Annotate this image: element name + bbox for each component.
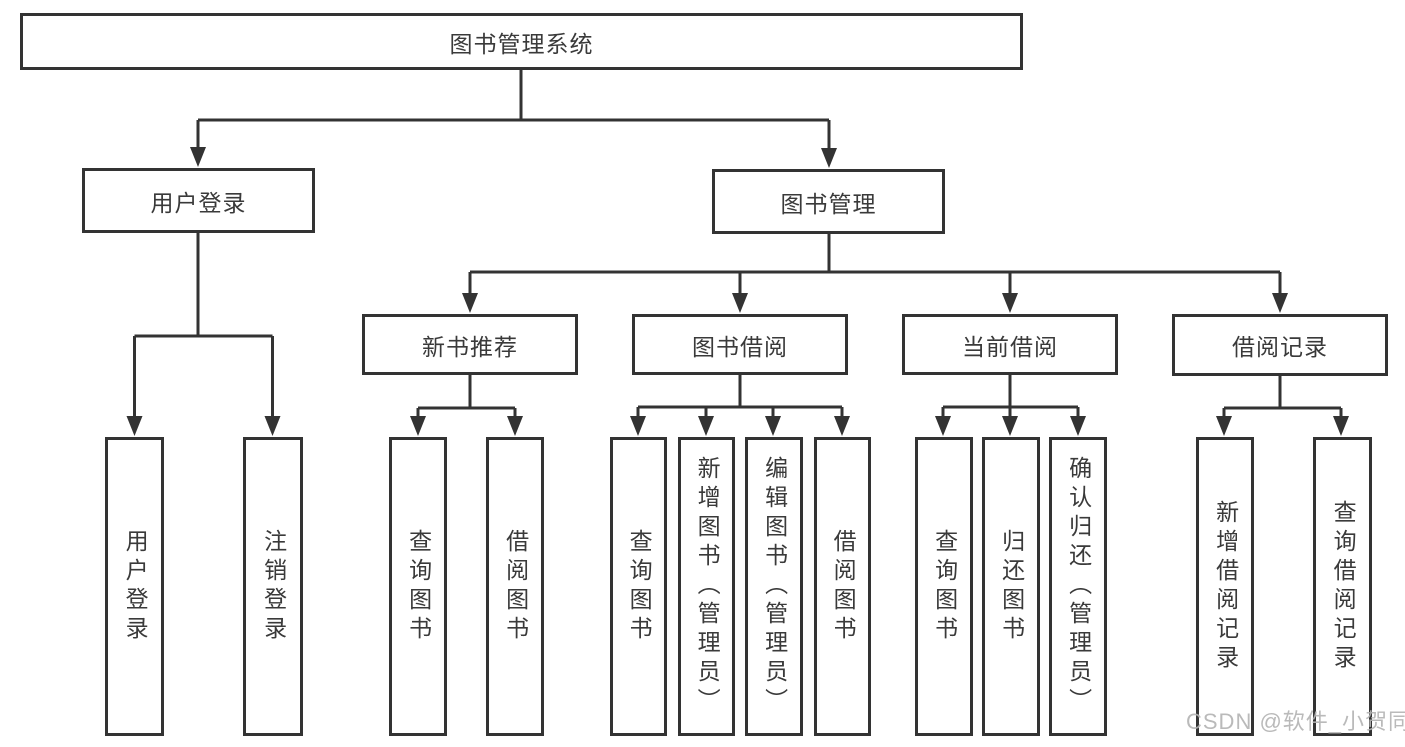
arrowhead-icon — [264, 416, 281, 436]
arrowhead-icon — [935, 416, 951, 436]
connector-records-to-leaves — [1222, 375, 1343, 421]
arrowhead-icon — [698, 416, 714, 436]
arrowhead-icon — [126, 416, 143, 436]
leaf-borrow-add: 新增图书（管理员） — [678, 437, 735, 736]
arrowhead-icon — [1002, 293, 1018, 313]
leaf-borrow-query-label: 查询图书 — [626, 528, 653, 645]
arrowhead-icon — [732, 293, 748, 313]
csdn-watermark: CSDN @软件_小贺同学 — [1186, 709, 1405, 734]
node-new-book-recommend-label: 新书推荐 — [422, 333, 518, 360]
node-new-book-recommend: 新书推荐 — [362, 314, 578, 375]
leaf-newbook-borrow-label: 借阅图书 — [502, 528, 529, 645]
leaf-current-query-label: 查询图书 — [931, 528, 958, 645]
connector-borrow-to-leaves — [636, 374, 844, 421]
node-user-login: 用户登录 — [82, 168, 315, 233]
connector-newbook-to-leaves — [416, 374, 517, 421]
node-book-borrow: 图书借阅 — [632, 314, 848, 375]
node-root: 图书管理系统 — [20, 13, 1023, 70]
leaf-newbook-query-label: 查询图书 — [405, 528, 432, 645]
leaf-current-query: 查询图书 — [915, 437, 973, 736]
leaf-current-return: 归还图书 — [982, 437, 1040, 736]
connector-root-to-level2 — [196, 68, 831, 151]
leaf-borrow-add-label: 新增图书（管理员） — [694, 456, 721, 717]
leaf-current-confirm-return: 确认归还（管理员） — [1049, 437, 1107, 736]
leaf-current-confirm-return-label: 确认归还（管理员） — [1065, 456, 1092, 717]
leaf-logout-label: 注销登录 — [260, 528, 287, 645]
leaf-user-login-label: 用户登录 — [122, 528, 149, 645]
arrowhead-icon — [630, 416, 646, 436]
arrowhead-icon — [765, 416, 781, 436]
leaf-records-add-label: 新增借阅记录 — [1212, 499, 1239, 674]
node-borrow-records-label: 借阅记录 — [1232, 334, 1328, 360]
connector-current-to-leaves — [941, 374, 1080, 421]
arrowhead-icon — [507, 416, 523, 436]
leaf-borrow-edit-label: 编辑图书（管理员） — [761, 456, 788, 717]
arrowhead-icon — [1333, 416, 1349, 436]
node-book-management: 图书管理 — [712, 169, 945, 234]
node-book-borrow-label: 图书借阅 — [692, 333, 788, 360]
arrowhead-icon — [821, 148, 837, 168]
arrowhead-icon — [1002, 416, 1018, 436]
node-book-management-label: 图书管理 — [780, 190, 877, 217]
leaf-borrow-query: 查询图书 — [610, 437, 667, 736]
node-borrow-records: 借阅记录 — [1172, 314, 1388, 376]
leaf-borrow-edit: 编辑图书（管理员） — [745, 437, 803, 736]
leaf-newbook-query: 查询图书 — [389, 437, 447, 736]
connector-group — [133, 68, 1343, 421]
arrowhead-icon — [1272, 293, 1288, 313]
leaf-records-query-label: 查询借阅记录 — [1330, 499, 1357, 674]
leaf-borrow-borrow-label: 借阅图书 — [830, 528, 857, 645]
node-current-borrow-label: 当前借阅 — [962, 333, 1058, 360]
leaf-logout: 注销登录 — [243, 437, 303, 736]
arrowhead-icon — [834, 416, 850, 436]
arrowhead-icon — [1070, 416, 1086, 436]
node-current-borrow: 当前借阅 — [902, 314, 1118, 375]
arrowheads — [126, 147, 1349, 436]
connector-manage-to-level3 — [468, 232, 1282, 297]
arrowhead-icon — [410, 416, 426, 436]
connector-login-to-leaves — [133, 231, 274, 420]
leaf-current-return-label: 归还图书 — [998, 528, 1025, 645]
node-user-login-label: 用户登录 — [150, 189, 247, 216]
arrowhead-icon — [190, 147, 206, 167]
arrowhead-icon — [1216, 416, 1232, 436]
arrowhead-icon — [462, 293, 478, 313]
leaf-newbook-borrow: 借阅图书 — [486, 437, 544, 736]
leaf-user-login: 用户登录 — [105, 437, 164, 736]
leaf-records-query: 查询借阅记录 — [1313, 437, 1372, 736]
leaf-borrow-borrow: 借阅图书 — [814, 437, 871, 736]
leaf-records-add: 新增借阅记录 — [1196, 437, 1254, 736]
node-root-label: 图书管理系统 — [449, 30, 594, 57]
